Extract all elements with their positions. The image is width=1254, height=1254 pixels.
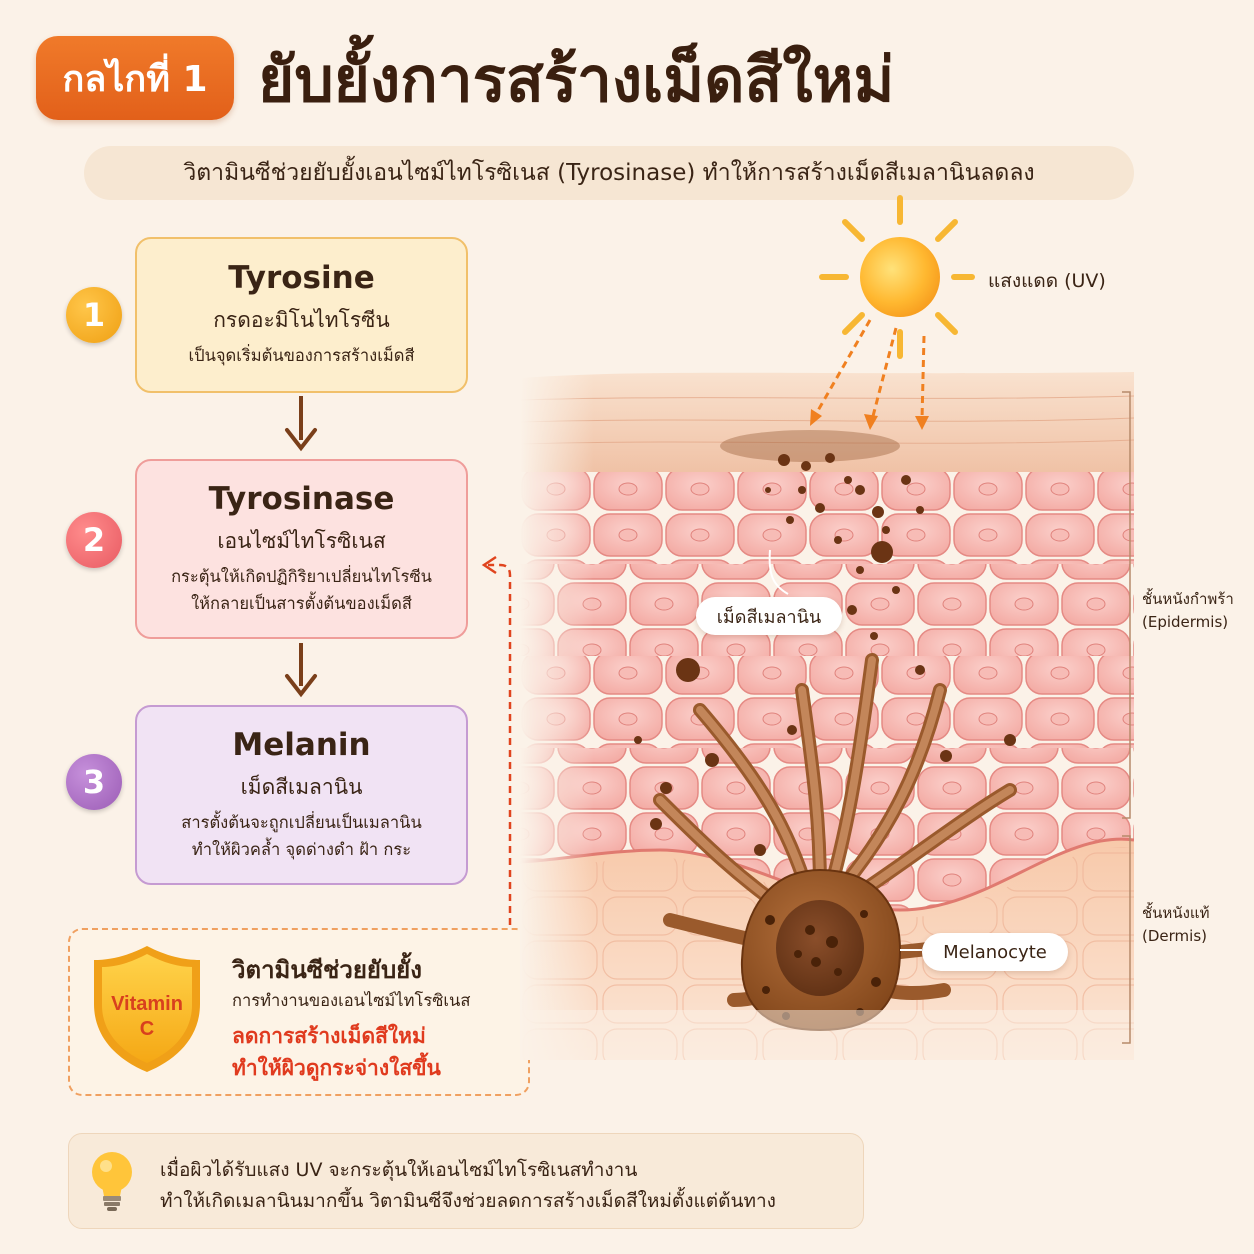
epidermis-label-th: ชั้นหนังกำพร้า xyxy=(1142,590,1234,608)
uv-label: แสงแดด (UV) xyxy=(988,270,1106,292)
step-card-tyrosine: Tyrosine กรดอะมิโนไทโรซีน เป็นจุดเริ่มต้… xyxy=(135,237,468,393)
step-title-th: กรดอะมิโนไทโรซีน xyxy=(213,308,390,333)
arrow-down-icon xyxy=(285,643,317,698)
inhibition-arrow xyxy=(488,563,512,925)
step-description-line: กระตุ้นให้เกิดปฏิกิริยาเปลี่ยนไทโรซีน xyxy=(171,567,432,587)
vitamin-subtitle: การทำงานของเอนไซม์ไทโรซิเนส xyxy=(232,991,471,1010)
step-title-en: Tyrosinase xyxy=(208,481,395,518)
tip-box xyxy=(68,1133,864,1229)
step-description-line: ทำให้ผิวคล้ำ จุดด่างดำ ฝ้า กระ xyxy=(191,839,412,859)
dermis-label-th: ชั้นหนังแท้ xyxy=(1142,904,1210,922)
arrow-down-icon xyxy=(285,396,317,452)
step-number-3: 3 xyxy=(66,754,122,810)
dermis-label: ชั้นหนังแท้ (Dermis) xyxy=(1142,902,1209,949)
step-description: กระตุ้นให้เกิดปฏิกิริยาเปลี่ยนไทโรซีน ให… xyxy=(171,564,432,617)
step-description-line: สารตั้งต้นจะถูกเปลี่ยนเป็นเมลานิน xyxy=(181,813,422,833)
step-description: สารตั้งต้นจะถูกเปลี่ยนเป็นเมลานิน ทำให้ผ… xyxy=(181,810,422,863)
sun-icon xyxy=(819,195,975,359)
step-title-th: เอนไซม์ไทโรซิเนส xyxy=(217,529,386,554)
page-subtitle: วิตามินซีช่วยยับยั้งเอนไซม์ไทโรซิเนส (Ty… xyxy=(84,146,1134,200)
layer-brackets xyxy=(1122,391,1131,1044)
vitamin-result-1: ลดการสร้างเม็ดสีใหม่ xyxy=(232,1024,426,1048)
vitamin-title: วิตามินซีช่วยยับยั้ง xyxy=(232,956,422,984)
melanin-label: เม็ดสีเมลานิน xyxy=(696,597,842,635)
mechanism-badge: กลไกที่ 1 xyxy=(36,36,234,120)
step-title-th: เม็ดสีเมลานิน xyxy=(240,775,363,800)
step-card-melanin: Melanin เม็ดสีเมลานิน สารตั้งต้นจะถูกเปล… xyxy=(135,705,468,885)
shield-label-line1: Vitamin xyxy=(111,993,183,1015)
page-title: ยับยั้งการสร้างเม็ดสีใหม่ xyxy=(258,43,895,116)
step-description-line: ให้กลายเป็นสารตั้งต้นของเม็ดสี xyxy=(191,593,412,613)
shield-label-line2: C xyxy=(140,1018,154,1040)
step-number-1: 1 xyxy=(66,287,122,343)
step-title-en: Melanin xyxy=(232,727,371,764)
inhibition-arrowhead xyxy=(481,555,497,575)
tip-line-2: ทำให้เกิดเมลานินมากขึ้น วิตามินซีจึงช่วย… xyxy=(160,1190,776,1212)
step-title-en: Tyrosine xyxy=(228,260,375,297)
melanocyte-label: Melanocyte xyxy=(922,933,1068,971)
lightbulb-icon xyxy=(92,1152,132,1211)
epidermis-label: ชั้นหนังกำพร้า (Epidermis) xyxy=(1142,588,1234,635)
epidermis-label-en: (Epidermis) xyxy=(1142,613,1229,632)
step-number-2: 2 xyxy=(66,512,122,568)
dermis-label-en: (Dermis) xyxy=(1142,927,1207,946)
step-card-tyrosinase: Tyrosinase เอนไซม์ไทโรซิเนส กระตุ้นให้เก… xyxy=(135,459,468,639)
tip-line-1: เมื่อผิวได้รับแสง UV จะกระตุ้นให้เอนไซม์… xyxy=(160,1159,638,1181)
vitamin-c-shield-icon: Vitamin C xyxy=(94,946,200,1072)
step-description: เป็นจุดเริ่มต้นของการสร้างเม็ดสี xyxy=(188,346,415,366)
vitamin-result-2: ทำให้ผิวดูกระจ่างใสขึ้น xyxy=(232,1056,441,1080)
